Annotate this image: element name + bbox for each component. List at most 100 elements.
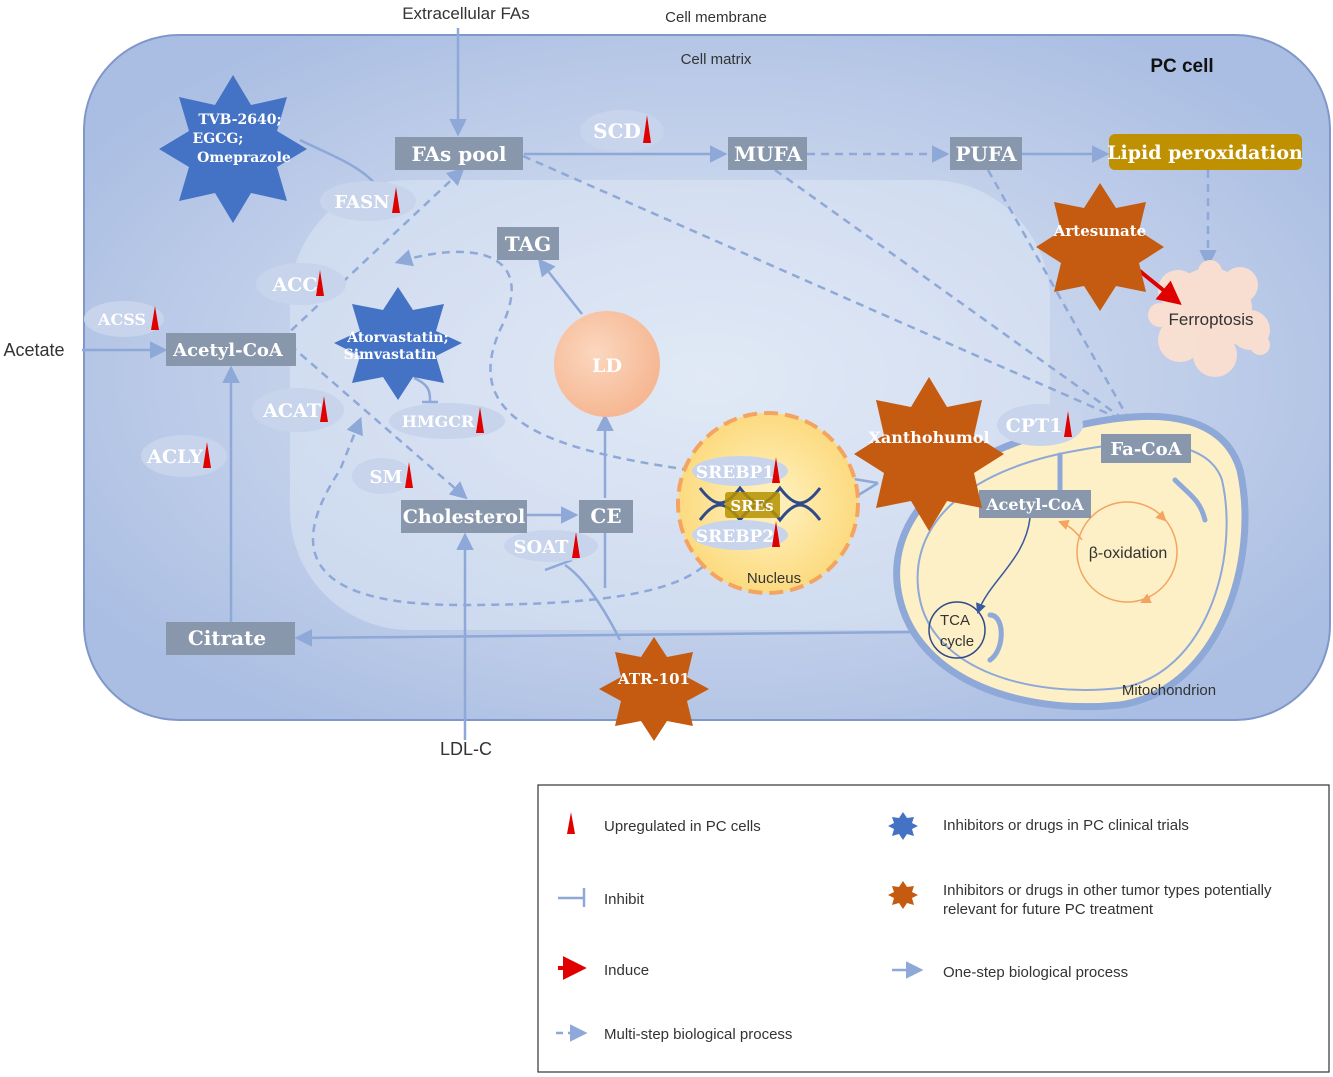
upregulated-icon — [203, 442, 211, 468]
clinical-drug-statins: Atorvastatin; Simvastatin — [334, 287, 462, 400]
upregulated-icon — [643, 115, 651, 143]
enzyme-acc: ACC — [256, 263, 346, 305]
enzyme-soat-label: SOAT — [513, 537, 569, 558]
acetyl-to-tca-arrow — [976, 517, 1031, 614]
tvb-label-line3: Omeprazole — [197, 150, 291, 166]
enzyme-srebp2: SREBP2 — [692, 520, 788, 550]
enzyme-srebp1: SREBP1 — [692, 456, 788, 486]
upregulated-icon — [316, 270, 324, 296]
upregulated-icon — [1064, 411, 1072, 437]
acetate-label: Acetate — [3, 340, 64, 360]
mitochondrion-label: Mitochondrion — [1122, 682, 1216, 699]
node-lipid-peroxidation-box — [1109, 134, 1302, 170]
tvb-label-line1: TVB-2640; — [198, 112, 281, 128]
ld-label: LD — [592, 355, 622, 377]
beta-oxidation-cycle — [1076, 501, 1178, 603]
mitochondrion — [893, 412, 1249, 711]
tca-label-line2: cycle — [940, 633, 974, 650]
node-citrate-box — [166, 622, 295, 655]
ferroptosis-cloud — [1148, 260, 1270, 377]
upregulated-icon — [405, 462, 413, 488]
legend-upregulated-icon — [567, 812, 575, 834]
enzyme-acc-label: ACC — [272, 274, 318, 296]
node-fas-pool-box — [395, 137, 523, 170]
upregulated-icon — [320, 396, 328, 422]
upregulated-icon — [151, 306, 159, 330]
enzyme-acss: ACSS — [84, 301, 164, 337]
clinical-drug-tvb-2640: TVB-2640; EGCG; Omeprazole — [159, 75, 307, 223]
statin-label-line1: Atorvastatin; — [346, 330, 449, 346]
sres-label: SREs — [730, 497, 773, 515]
cell-matrix-label: Cell matrix — [681, 51, 752, 68]
enzyme-cpt1: CPT1 — [997, 404, 1083, 446]
tvb-label-line2: EGCG; — [193, 131, 244, 147]
legend-multi-step: Multi-step biological process — [604, 1026, 792, 1043]
legend-clinical-trials: Inhibitors or drugs in PC clinical trial… — [943, 817, 1189, 834]
node-fas-pool: FAs pool — [411, 142, 506, 166]
other-drug-atr-101: ATR-101 — [599, 637, 709, 741]
solid-arrows — [82, 28, 1110, 740]
enzyme-acat-label: ACAT — [262, 400, 321, 422]
metabolite-nodes: FAs pool MUFA PUFA Lipid peroxidation TA… — [166, 134, 1303, 655]
enzyme-fasn-label: FASN — [334, 192, 389, 213]
upregulated-icon — [772, 457, 780, 483]
enzyme-srebp1-label: SREBP1 — [696, 463, 774, 483]
xanthohumol-label: Xanthohumol — [868, 428, 989, 447]
node-mito-acetyl-coa-box — [979, 490, 1091, 518]
node-mufa: MUFA — [734, 142, 803, 166]
tca-label-line1: TCA — [940, 612, 970, 629]
node-citrate: Citrate — [188, 626, 266, 650]
atr-101-label: ATR-101 — [617, 670, 690, 688]
enzyme-acat: ACAT — [252, 388, 344, 432]
legend-induce: Induce — [604, 962, 649, 979]
enzyme-acly-label: ACLY — [146, 446, 203, 468]
enzyme-cpt1-label: CPT1 — [1006, 415, 1063, 437]
upregulated-icon — [572, 532, 580, 558]
upregulated-icon — [392, 187, 400, 213]
node-mito-acetyl-coa: Acetyl-CoA — [985, 495, 1084, 514]
upregulated-icon — [476, 407, 484, 433]
node-pufa: PUFA — [955, 142, 1017, 166]
node-ce: CE — [590, 504, 621, 528]
enzyme-acly: ACLY — [141, 435, 227, 477]
other-drug-artesunate: Artesunate — [1036, 183, 1164, 311]
node-tag: TAG — [505, 232, 551, 256]
other-drug-star-icon — [854, 377, 1004, 531]
induce-arrow — [1134, 266, 1182, 306]
legend-upregulated: Upregulated in PC cells — [604, 818, 761, 835]
tca-cycle — [928, 601, 986, 659]
node-pufa-box — [950, 137, 1022, 170]
lipid-droplet — [554, 311, 660, 417]
enzyme-soat: SOAT — [504, 530, 598, 562]
upregulated-icon — [772, 521, 780, 547]
beta-oxidation-arrows — [1058, 510, 1167, 603]
legend-clinical-star-icon — [888, 812, 918, 840]
node-acetyl-coa-box — [166, 333, 296, 366]
enzymes: SCD FASN ACC ACSS ACAT HMGCR — [84, 110, 1083, 562]
artesunate-label: Artesunate — [1053, 222, 1146, 240]
enzyme-hmgcr: HMGCR — [389, 403, 505, 439]
enzyme-acss-label: ACSS — [97, 310, 146, 329]
enzyme-fasn: FASN — [320, 181, 416, 221]
node-cholesterol: Cholesterol — [403, 506, 525, 528]
legend: Upregulated in PC cells Inhibit Induce M… — [537, 784, 1330, 1073]
other-drug-xanthohumol: Xanthohumol — [854, 377, 1004, 531]
enzyme-sm: SM — [352, 458, 413, 494]
sres-box — [725, 492, 780, 518]
node-fa-coa-box — [1101, 434, 1191, 463]
node-fa-coa: Fa-CoA — [1110, 439, 1182, 460]
enzyme-hmgcr-label: HMGCR — [402, 412, 475, 431]
legend-inhibit: Inhibit — [604, 891, 645, 908]
legend-other-tumor-line1: Inhibitors or drugs in other tumor types… — [943, 882, 1272, 899]
statin-label-line2: Simvastatin — [344, 347, 437, 363]
legend-inhibit-icon — [558, 888, 586, 907]
other-drug-star-icon — [1036, 183, 1164, 311]
node-tag-box — [497, 227, 559, 260]
legend-other-tumor-line2: relevant for future PC treatment — [943, 901, 1154, 918]
node-lipid-peroxidation: Lipid peroxidation — [1107, 142, 1303, 164]
legend-box — [537, 784, 1330, 1073]
nucleus-label: Nucleus — [747, 570, 801, 587]
ferroptosis-label: Ferroptosis — [1168, 310, 1253, 329]
legend-one-step: One-step biological process — [943, 964, 1128, 981]
